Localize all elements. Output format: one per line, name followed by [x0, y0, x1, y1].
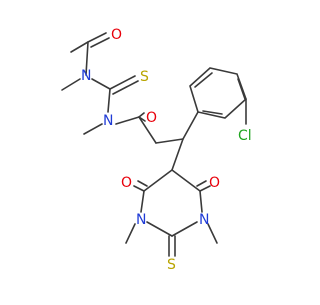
bond-n4-c2 — [171, 221, 198, 237]
phenyl-double-2 — [237, 78, 246, 100]
atom-n-1: N — [81, 68, 91, 84]
phenyl-ring — [189, 67, 247, 119]
bond-c5-c4 — [143, 169, 173, 192]
bond-carbonyl-n1 — [85, 41, 89, 76]
bond-n3-c2 — [146, 221, 173, 237]
bond-n3-methyl — [125, 223, 136, 244]
bond-methyl-carbonyl — [70, 41, 89, 53]
phenyl-double-3 — [202, 110, 223, 115]
atom-o-amide: O — [146, 110, 157, 126]
bond-c5-c6 — [171, 169, 201, 192]
bond-n1-thiocarbonyl — [91, 78, 111, 90]
bond-ch-phenyl — [182, 111, 199, 140]
structure-canvas: O N S N O Cl O O N N S — [61, 27, 252, 273]
molecule-diagram: O N S N O Cl O O N N S — [61, 27, 252, 273]
bond-c4-o-b — [137, 180, 148, 187]
atom-s-thio: S — [140, 69, 149, 85]
bond-c6-n4 — [199, 190, 203, 213]
bond-c4-o-a — [133, 185, 145, 192]
atom-n-4: N — [199, 212, 209, 228]
atom-labels: O N S N O Cl O O N N S — [81, 27, 252, 273]
bond-co-double-b — [90, 37, 110, 48]
bond-amide-ch2 — [138, 116, 157, 144]
atom-n-2: N — [103, 113, 113, 129]
atom-s-c2: S — [167, 257, 176, 273]
bond-ch2-ch — [155, 138, 184, 144]
atom-o-c4: O — [121, 175, 132, 191]
bond-c4-n3 — [140, 190, 145, 213]
bond-co-double-a — [87, 32, 107, 43]
atom-o-acetyl: O — [111, 27, 122, 43]
atom-cl: Cl — [238, 128, 252, 144]
bond-n2-methyl — [83, 123, 103, 135]
bond-cs-double-a — [109, 75, 136, 90]
bond-n1-methyl — [61, 78, 81, 91]
bonds — [61, 32, 247, 257]
bond-amide-co-a — [138, 112, 145, 118]
bond-n4-methyl — [207, 223, 218, 244]
bond-c6-o-a — [199, 185, 211, 192]
atom-n-3: N — [136, 212, 146, 228]
bond-ch-c5 — [171, 138, 184, 171]
bond-c6-o-b — [196, 180, 207, 187]
bond-thiocarbonyl-n2 — [107, 88, 111, 113]
atom-o-c6: O — [209, 175, 220, 191]
phenyl-double-1 — [194, 72, 213, 88]
bond-n2-amide — [115, 116, 140, 125]
bond-cs-double-b — [112, 80, 139, 95]
